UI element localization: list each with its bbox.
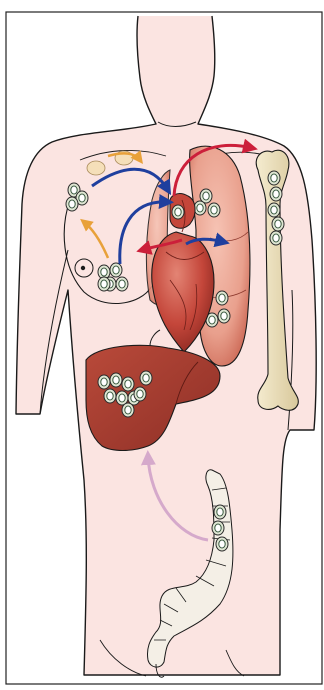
breast-cell-cluster [87,161,105,175]
